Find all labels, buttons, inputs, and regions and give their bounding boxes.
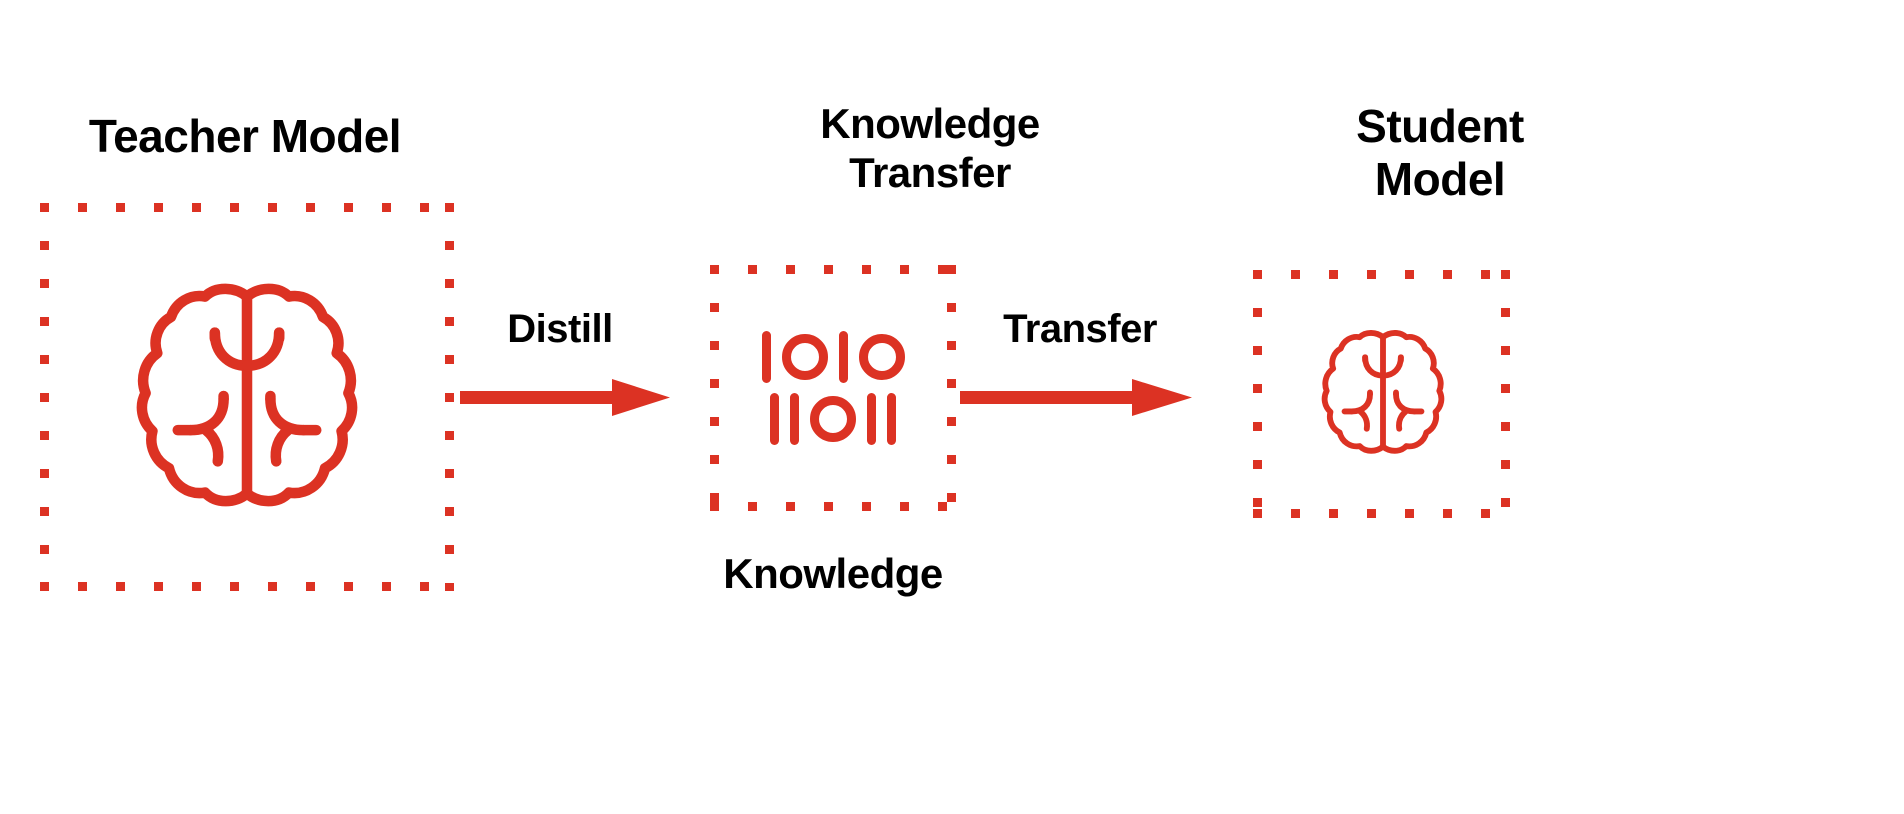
box-edge-bottom [40,582,454,591]
brain-icon [136,283,358,507]
binary-digit-one [887,393,896,445]
knowledge-box [710,265,956,511]
transfer-arrow-label: Transfer [1003,307,1157,351]
binary-code-icon [710,265,956,511]
box-edge-top [710,265,956,274]
distill-arrow [460,379,670,416]
teacher-model-box [40,203,454,591]
box-edge-left [710,265,719,511]
box-edge-top [40,203,454,212]
binary-digit-one [867,393,876,445]
box-edge-right [1501,270,1510,518]
binary-digit-one [770,393,779,445]
knowledge-caption-label: Knowledge [723,550,943,597]
box-edge-bottom [710,502,956,511]
student-model-label: Student Model [1356,100,1524,206]
box-edge-top [1253,270,1510,279]
distill-arrow-label: Distill [507,307,613,351]
transfer-arrow [960,379,1192,416]
brain-icon [1321,330,1445,454]
student-model-box [1253,270,1510,518]
box-edge-right [947,265,956,511]
binary-digit-one [790,393,799,445]
binary-digit-one [761,331,771,383]
binary-row-2 [770,393,896,445]
knowledge-transfer-label: Knowledge Transfer [820,100,1040,196]
binary-digit-zero [858,334,905,380]
box-edge-left [1253,270,1262,518]
box-edge-bottom [1253,509,1510,518]
box-edge-left [40,203,49,591]
binary-digit-one [838,331,848,383]
teacher-model-label: Teacher Model [88,110,402,162]
binary-row-1 [761,331,905,383]
binary-digit-zero [781,334,828,380]
box-edge-right [445,203,454,591]
binary-digit-zero [810,396,856,442]
